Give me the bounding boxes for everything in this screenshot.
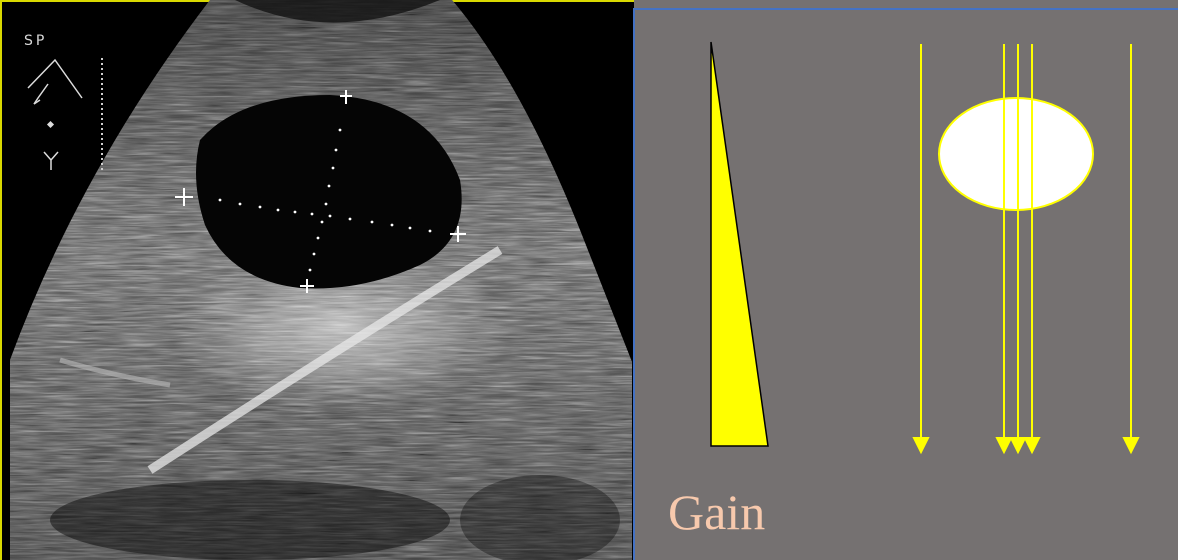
gain-diagram	[633, 0, 1178, 560]
ultrasound-image	[0, 0, 634, 560]
ultrasound-frame-left	[0, 0, 2, 560]
ultrasound-corner-label: SP	[24, 32, 47, 50]
gain-label: Gain	[668, 482, 765, 542]
diagram-frame-top	[634, 8, 1178, 10]
cyst-ellipse	[939, 98, 1093, 210]
diagram-frame-left	[633, 8, 635, 560]
